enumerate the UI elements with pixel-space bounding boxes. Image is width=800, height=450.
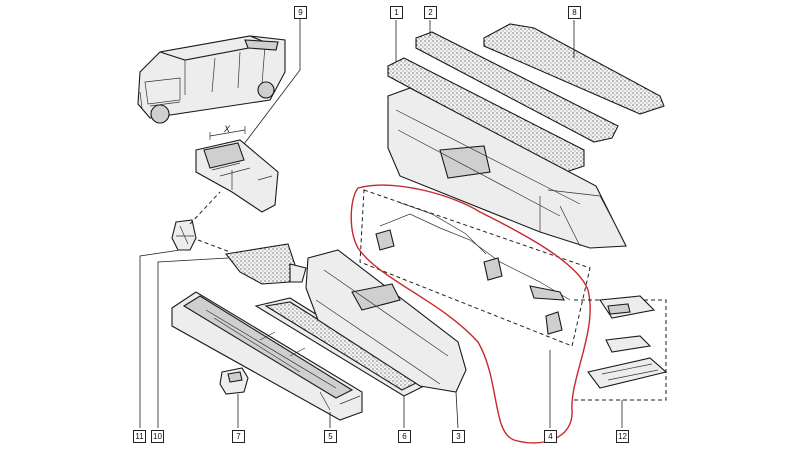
dimension-x-label: X — [224, 124, 231, 134]
callout-5: 5 — [324, 430, 337, 443]
part-7-latch — [219, 367, 249, 428]
callout-9: 9 — [294, 6, 307, 19]
vehicle-illustration — [137, 35, 286, 124]
dashboard-body — [387, 87, 627, 249]
part-3-door — [305, 249, 467, 429]
callout-6: 6 — [398, 430, 411, 443]
callout-11: 11 — [133, 430, 146, 443]
part-9-bracket — [195, 18, 301, 213]
callout-4: 4 — [544, 430, 557, 443]
part-2-trim — [415, 20, 619, 143]
part-11-lamp — [139, 191, 221, 428]
part-8-strip — [483, 20, 665, 115]
callout-7: 7 — [232, 430, 245, 443]
callout-8: 8 — [568, 6, 581, 19]
part-5-tray — [171, 291, 363, 428]
callout-3: 3 — [452, 430, 465, 443]
part-1-upper-pad — [387, 20, 585, 173]
callout-1: 1 — [390, 6, 403, 19]
part-10-lens — [157, 239, 307, 428]
callout-2: 2 — [424, 6, 437, 19]
part-12-switch-panel — [574, 295, 668, 428]
callout-10: 10 — [151, 430, 164, 443]
part-4-harness — [350, 184, 591, 444]
callout-12: 12 — [616, 430, 629, 443]
